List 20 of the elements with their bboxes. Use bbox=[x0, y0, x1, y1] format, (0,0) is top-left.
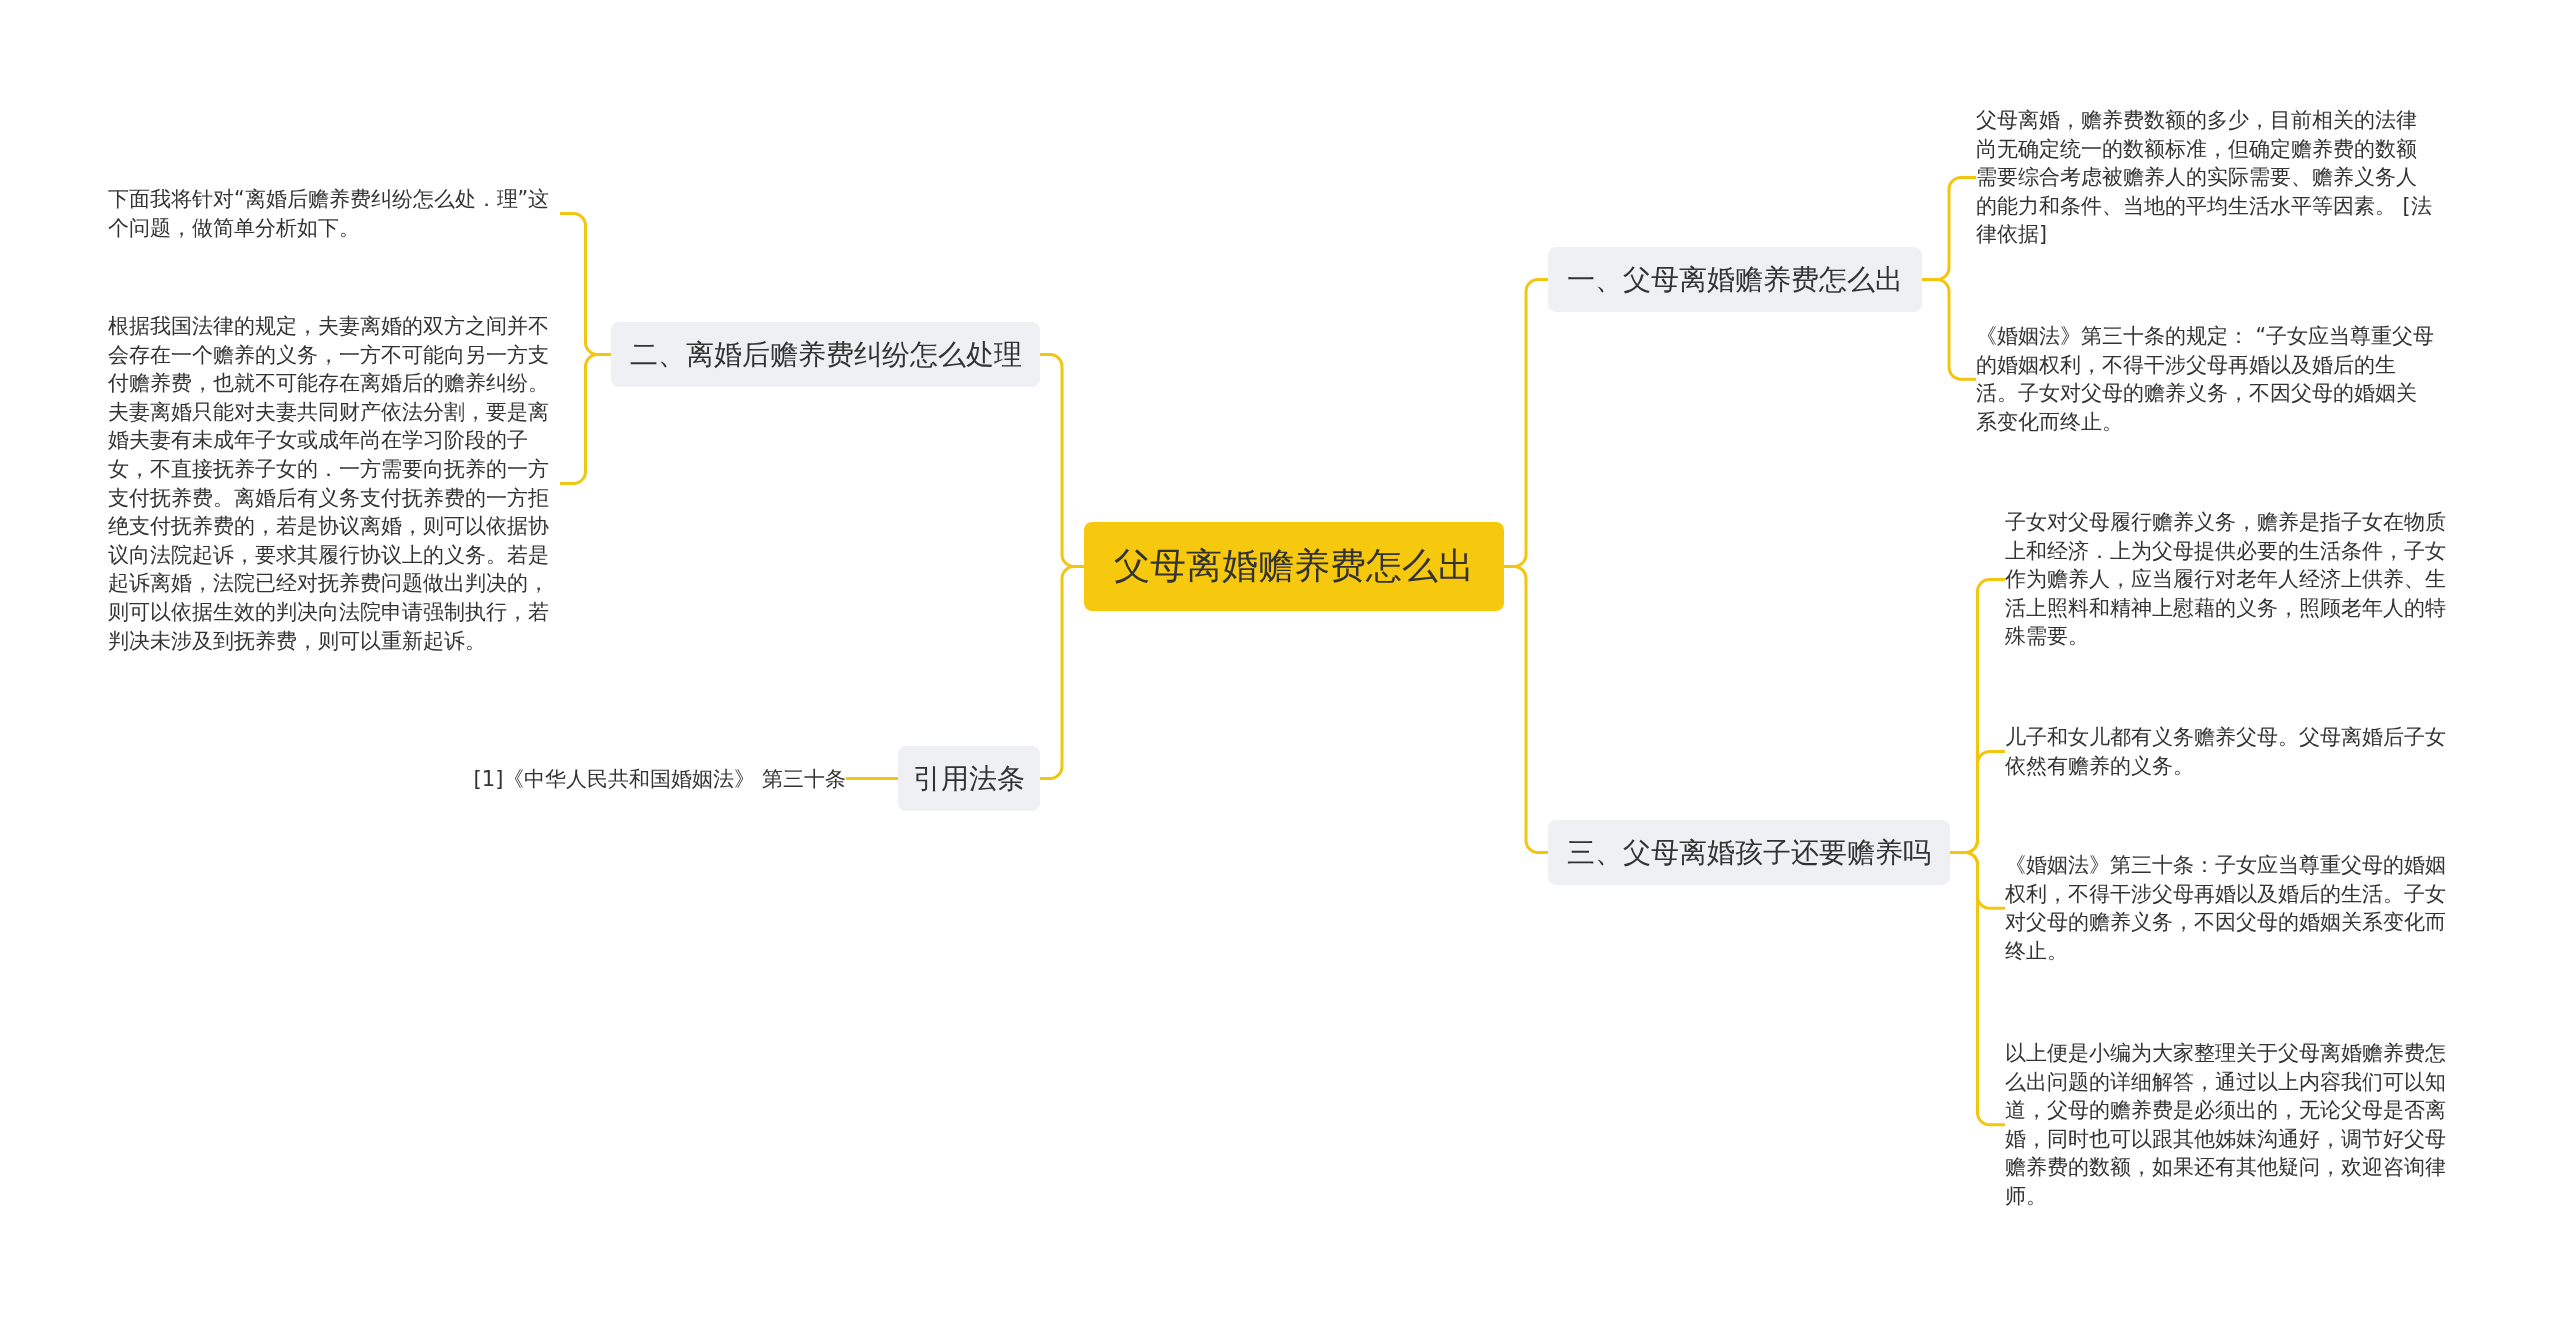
central-topic: 父母离婚赡养费怎么出 bbox=[1084, 522, 1504, 611]
note-text: 儿子和女儿都有义务赡养父母。父母离婚后子女依然有赡养的义务。 bbox=[2005, 723, 2465, 781]
connector-line bbox=[1040, 565, 1084, 780]
note-text: 父母离婚，赡养费数额的多少，目前相关的法律尚无确定统一的数额标准，但确定赡养费的数额需要综合考虑被赡养人的实际需要、赡养义务人的能力和条件、当地的平均生活水平等因素。 [法律依据] bbox=[1976, 106, 2436, 249]
note-text: 《婚姻法》第三十条：子女应当尊重父母的婚姻权利，不得干涉父母再婚以及婚后的生活。子女对父母的赡养义务，不因父母的婚姻关系变化而终止。 bbox=[2005, 851, 2465, 966]
note-text: 子女对父母履行赡养义务，赡养是指子女在物质上和经济．上为父母提供必要的生活条件，子女作为赡养人，应当履行对老年人经济上供养、生活上照料和精神上慰藉的义务，照顾老年人的特殊需要。 bbox=[2005, 508, 2465, 651]
note-text: 根据我国法律的规定，夫妻离婚的双方之间并不会存在一个赡养的义务，一方不可能向另一方支付赡养费，也就不可能存在离婚后的赡养纠纷。夫妻离婚只能对夫妻共同财产依法分割，要是离婚夫妻有未成年子女或成年尚在学习阶段的子女，不直接抚养子女的．一方需要向抚养的一方支付抚养费。离婚后有义务支付抚养费的一方拒绝支付抚养费的，若是协议离婚，则可以依据协议向法院起诉，要求其履行协议上的义务。若是起诉离婚，法院已经对抚养费问题做出判决的，则可以依据生效的判决向法院申请强制执行，若判决未涉及到抚养费，则可以重新起诉。 bbox=[108, 312, 560, 656]
branch-topic: 引用法条 bbox=[898, 746, 1040, 811]
branch-topic: 三、父母离婚孩子还要赡养吗 bbox=[1548, 820, 1950, 885]
note-text: 《婚姻法》第三十条的规定： “子女应当尊重父母的婚姻权利，不得干涉父母再婚以及婚后的生活。子女对父母的赡养义务，不因父母的婚姻关系变化而终止。 bbox=[1976, 322, 2436, 437]
connector-line bbox=[1922, 278, 1976, 381]
branch-topic: 二、离婚后赡养费纠纷怎么处理 bbox=[611, 322, 1040, 387]
connector-line bbox=[560, 353, 611, 486]
citation-text: [1]《中华人民共和国婚姻法》 第三十条 bbox=[430, 765, 846, 793]
connector-line bbox=[846, 777, 898, 780]
note-text: 以上便是小编为大家整理关于父母离婚赡养费怎么出问题的详细解答，通过以上内容我们可以知道，父母的赡养费是必须出的，无论父母是否离婚，同时也可以跟其他姊妹沟通好，调节好父母赡养费的数额，如果还有其他疑问，欢迎咨询律师。 bbox=[2005, 1039, 2465, 1211]
branch-topic: 一、父母离婚赡养费怎么出 bbox=[1548, 247, 1922, 312]
connector-line bbox=[1504, 565, 1548, 854]
note-text: 下面我将针对“离婚后赡养费纠纷怎么处．理”这个问题，做简单分析如下。 bbox=[108, 185, 560, 243]
connector-line bbox=[1950, 851, 2005, 1127]
